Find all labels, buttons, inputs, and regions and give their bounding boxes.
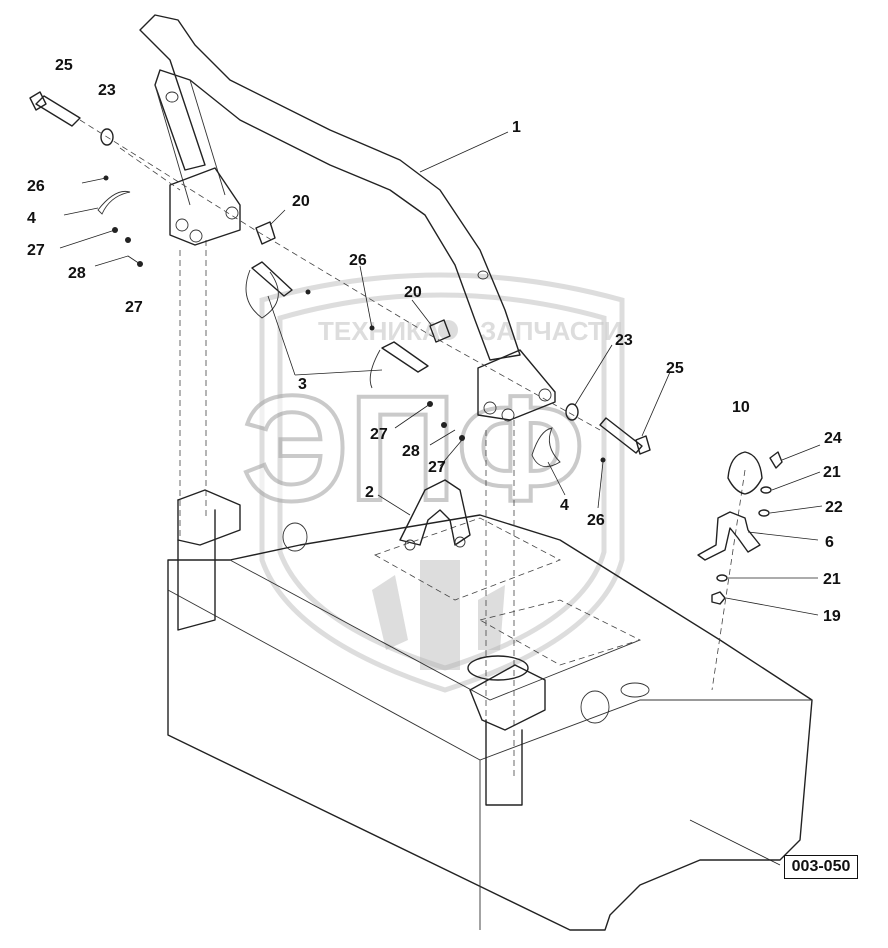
callout-19: 19 [823, 608, 841, 625]
callout-3: 3 [298, 376, 307, 393]
watermark-shield-inner [277, 292, 607, 671]
stop-assembly [697, 451, 783, 605]
pin-upper [251, 261, 293, 297]
callout-22: 22 [825, 499, 843, 516]
callout-20-right: 20 [404, 284, 422, 301]
callout-26-mid: 26 [349, 252, 367, 269]
screw-26b [305, 289, 311, 295]
callout-25-right: 25 [666, 360, 684, 377]
bracket-2 [399, 479, 471, 551]
watermark-shield [259, 272, 625, 693]
nut-27b [125, 237, 131, 243]
nut-27e [441, 422, 447, 428]
watermark-brand-right: ЗАПЧАСТИ [480, 316, 623, 346]
callout-26-right: 26 [587, 512, 605, 529]
nut-27f [459, 435, 465, 441]
callout-25-left: 25 [55, 57, 73, 74]
callouts: 1 2 3 4 4 6 10 19 20 20 21 21 22 23 23 2… [27, 57, 843, 625]
bolt-left [29, 91, 81, 127]
bushing-right [429, 319, 451, 343]
pin-lower [381, 341, 429, 373]
callout-2: 2 [365, 484, 374, 501]
callout-27-a: 27 [27, 242, 45, 259]
leader-lines [59, 131, 823, 866]
callout-27-b: 27 [125, 299, 143, 316]
bolt-right [599, 417, 651, 455]
callout-6: 6 [825, 534, 834, 551]
roll-bar-hoop [139, 14, 556, 422]
clip-left [97, 190, 131, 215]
callout-21-upper: 21 [823, 464, 841, 481]
screw-26d [600, 457, 606, 463]
callout-4-left: 4 [27, 210, 36, 227]
callout-26-left: 26 [27, 178, 45, 195]
watermark-logo: ТЕХНИКА ЗАПЧАСТИ ЭПФ [240, 272, 625, 693]
washer-right [565, 403, 579, 421]
rubber-stop [727, 451, 763, 495]
hardware [29, 91, 651, 468]
callout-27-d: 27 [428, 459, 446, 476]
drawing-code-label: 003-050 [784, 855, 858, 879]
stop-bracket [697, 511, 761, 561]
washer-21-lower [716, 574, 728, 582]
clip-right [531, 427, 561, 468]
callout-1: 1 [512, 119, 521, 136]
washer-22 [758, 509, 770, 517]
callout-23-right: 23 [615, 332, 633, 349]
machine-frame [167, 240, 813, 931]
callout-28-right: 28 [402, 443, 420, 460]
watermark-brand-left: ТЕХНИКА [318, 316, 441, 346]
callout-4-right: 4 [560, 497, 569, 514]
callout-23-left: 23 [98, 82, 116, 99]
callout-20-left: 20 [292, 193, 310, 210]
washer-21-upper [760, 486, 772, 494]
callout-28-left: 28 [68, 265, 86, 282]
callout-10: 10 [732, 399, 750, 416]
bushing-left [255, 221, 276, 245]
callout-27-c: 27 [370, 426, 388, 443]
callout-21-lower: 21 [823, 571, 841, 588]
stop-screw [769, 451, 783, 469]
callout-24: 24 [824, 430, 842, 447]
nut-19 [711, 591, 726, 605]
washer-left [100, 128, 114, 146]
